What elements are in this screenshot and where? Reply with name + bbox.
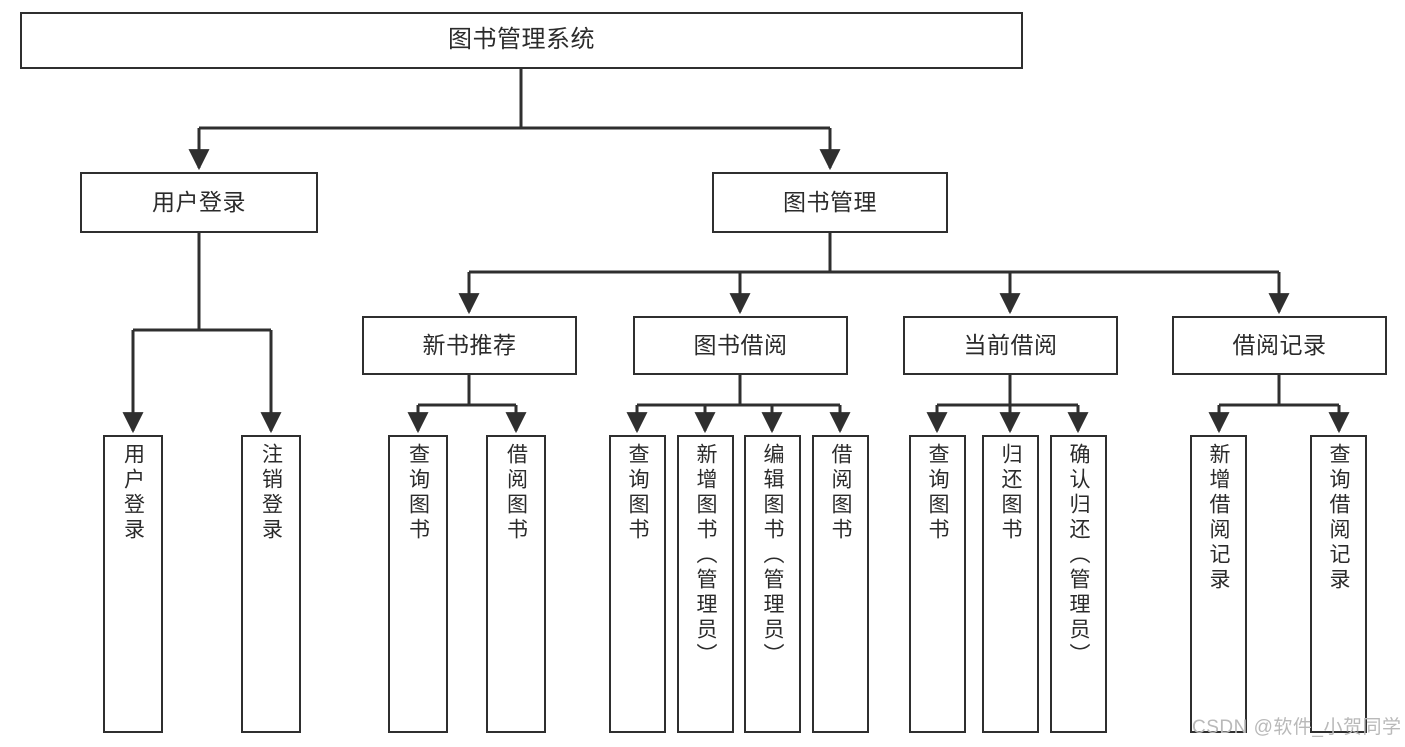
- node-leaf-confirm-return[interactable]: 确认归还（管理员）: [1050, 435, 1107, 733]
- node-leaf-user-logout[interactable]: 注销登录: [241, 435, 301, 733]
- node-label: 查询图书: [926, 443, 949, 543]
- node-label: 编辑图书（管理员）: [761, 443, 784, 668]
- node-leaf-borrow-book-1[interactable]: 借阅图书: [486, 435, 546, 733]
- node-label: 新增图书（管理员）: [694, 443, 717, 668]
- node-leaf-add-borrow-record[interactable]: 新增借阅记录: [1190, 435, 1247, 733]
- node-leaf-return-book[interactable]: 归还图书: [982, 435, 1039, 733]
- node-label: 查询借阅记录: [1327, 443, 1350, 593]
- node-leaf-query-borrow-record[interactable]: 查询借阅记录: [1310, 435, 1367, 733]
- node-leaf-add-book[interactable]: 新增图书（管理员）: [677, 435, 734, 733]
- node-root-system[interactable]: 图书管理系统: [20, 12, 1023, 69]
- node-label: 图书管理: [783, 188, 877, 215]
- node-new-book-recommend[interactable]: 新书推荐: [362, 316, 577, 375]
- node-borrow-record[interactable]: 借阅记录: [1172, 316, 1387, 375]
- node-label: 查询图书: [406, 443, 430, 543]
- node-label: 查询图书: [626, 443, 649, 543]
- node-label: 图书管理系统: [448, 26, 595, 54]
- node-label: 归还图书: [999, 443, 1022, 543]
- node-leaf-edit-book[interactable]: 编辑图书（管理员）: [744, 435, 801, 733]
- node-leaf-borrow-book-2[interactable]: 借阅图书: [812, 435, 869, 733]
- node-leaf-user-login[interactable]: 用户登录: [103, 435, 163, 733]
- node-label: 当前借阅: [963, 331, 1058, 358]
- node-label: 新书推荐: [422, 331, 517, 358]
- node-label: 注销登录: [259, 443, 283, 543]
- node-current-borrow[interactable]: 当前借阅: [903, 316, 1118, 375]
- node-leaf-query-book-2[interactable]: 查询图书: [609, 435, 666, 733]
- node-label: 确认归还（管理员）: [1067, 443, 1090, 668]
- node-book-borrow[interactable]: 图书借阅: [633, 316, 848, 375]
- node-label: 用户登录: [152, 188, 246, 215]
- node-label: 借阅图书: [829, 443, 852, 543]
- node-label: 图书借阅: [693, 331, 788, 358]
- node-leaf-query-book-1[interactable]: 查询图书: [388, 435, 448, 733]
- node-label: 借阅记录: [1232, 331, 1327, 358]
- node-leaf-query-book-3[interactable]: 查询图书: [909, 435, 966, 733]
- node-label: 借阅图书: [504, 443, 528, 543]
- csdn-watermark: CSDN @软件_小贺同学: [1192, 717, 1402, 738]
- node-book-manage[interactable]: 图书管理: [712, 172, 948, 233]
- node-user-login[interactable]: 用户登录: [80, 172, 318, 233]
- node-label: 新增借阅记录: [1207, 443, 1230, 593]
- node-label: 用户登录: [121, 443, 145, 543]
